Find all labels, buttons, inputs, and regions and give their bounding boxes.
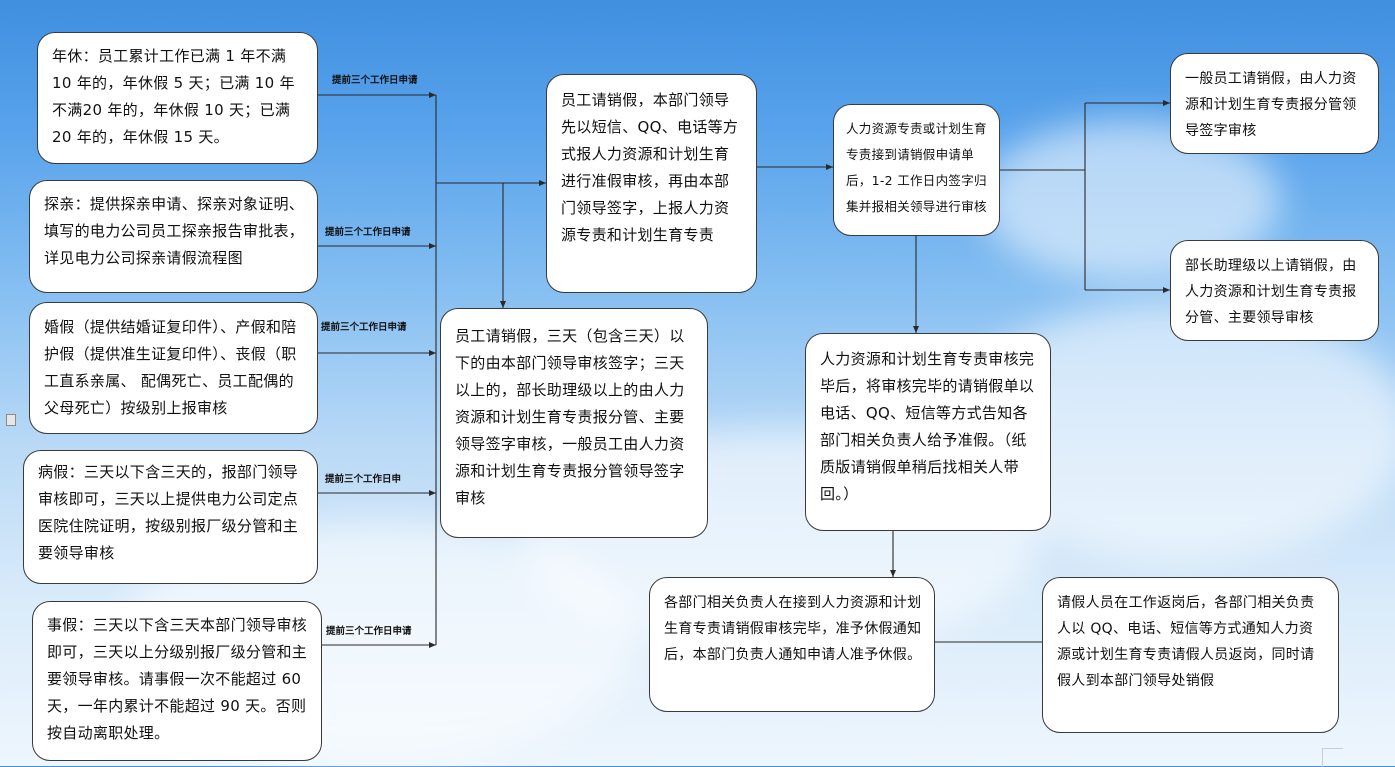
annual-leave-box: 年休：员工累计工作已满 1 年不满 10 年的，年休假 5 天；已满 10 年不… [37, 32, 318, 164]
assistant-level-approval-box: 部长助理级以上请销假，由人力资源和计划生育专责报分管、主要领导审核 [1170, 240, 1379, 341]
label-advance-apply-marriage: 提前三个工作日申请 [321, 322, 407, 333]
label-advance-apply-personal: 提前三个工作日申请 [326, 626, 412, 637]
marriage-maternity-funeral-leave-box: 婚假（提供结婚证复印件）、产假和陪护假（提供准生证复印件）、丧假（职工直系亲属、… [29, 302, 318, 434]
label-advance-apply-annual: 提前三个工作日申请 [332, 75, 418, 86]
general-staff-approval-box: 一般员工请销假，由人力资源和计划生育专责报分管领导签字审核 [1170, 53, 1379, 154]
family-visit-leave-box: 探亲：提供探亲申请、探亲对象证明、填写的电力公司员工探亲报告审批表，详见电力公司… [29, 180, 318, 293]
return-to-work-box: 请假人员在工作返岗后，各部门相关负责人以 QQ、电话、短信等方式通知人力资源或计… [1042, 577, 1339, 733]
label-advance-apply-sick: 提前三个工作日申 [325, 474, 402, 485]
document-icon [6, 414, 16, 426]
sick-leave-box: 病假：三天以下含三天的，报部门领导审核即可，三天以上提供电力公司定点医院住院证明… [23, 450, 318, 584]
hr-notify-box: 人力资源和计划生育专责审核完毕后，将审核完毕的请销假单以电话、QQ、短信等方式告… [805, 333, 1051, 531]
dept-leader-verification-box: 员工请销假，本部门领导先以短信、QQ、电话等方式报人力资源和计划生育进行准假审核… [546, 74, 757, 293]
personal-leave-box: 事假：三天以下含三天本部门领导审核即可，三天以上分级别报厂级分管和主要领导审核。… [32, 601, 322, 761]
approval-rules-box: 员工请销假，三天（包含三天）以下的由本部门领导审核签字；三天以上的，部长助理级以… [440, 308, 708, 538]
hr-receive-box: 人力资源专责或计划生育专责接到请销假申请单后，1-2 工作日内签字归集并报相关领… [833, 104, 1000, 236]
dept-notify-applicant-box: 各部门相关负责人在接到人力资源和计划生育专责请销假审核完毕，准予休假通知后，本部… [649, 577, 935, 712]
page-corner-mark [1322, 748, 1343, 767]
label-advance-apply-family-visit: 提前三个工作日申请 [325, 227, 411, 238]
